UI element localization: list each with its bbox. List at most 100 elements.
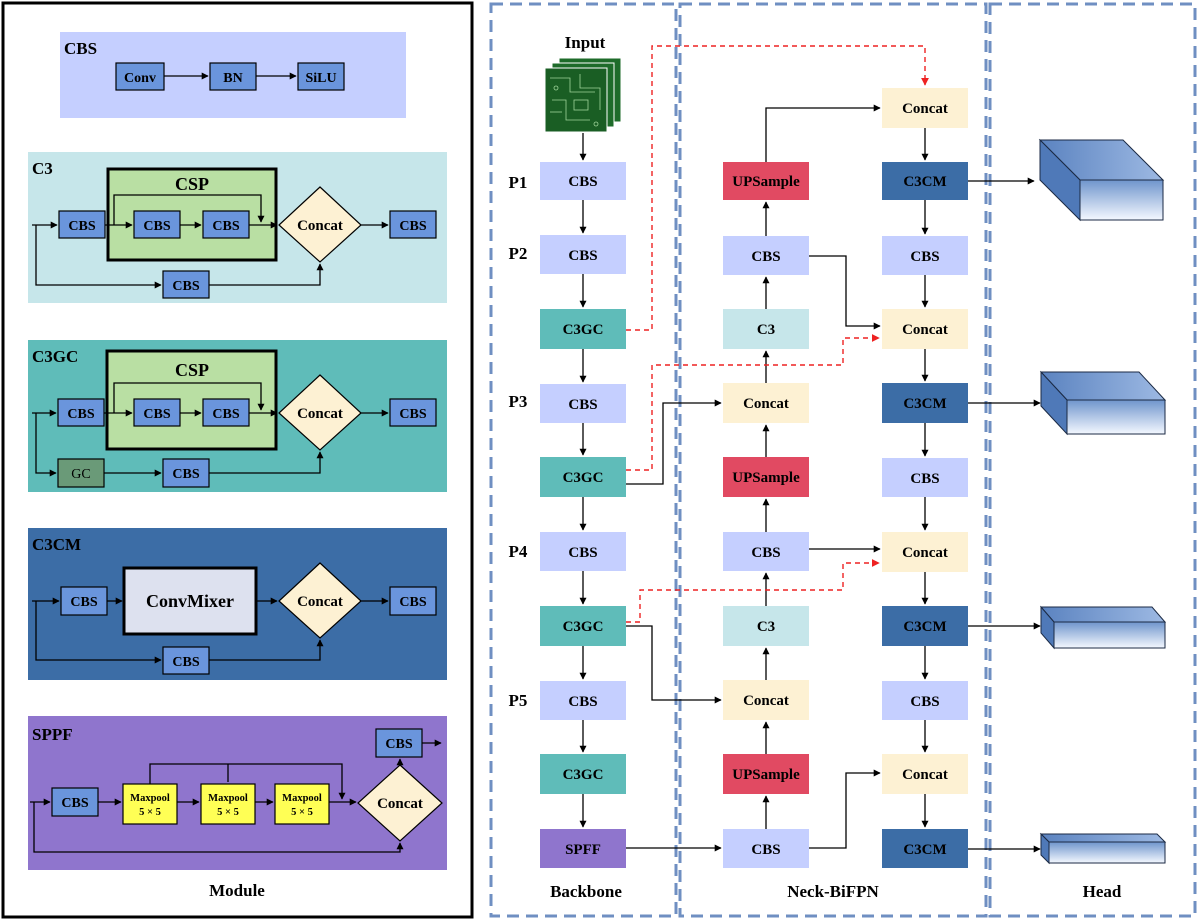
silu-label: SiLU (305, 71, 336, 86)
backbone-block-label: CBS (568, 545, 597, 561)
c3-cbs-label: CBS (212, 219, 239, 234)
maxpool-block (200, 783, 256, 825)
neck-c3cm-block (882, 606, 968, 646)
convmixer-block (122, 566, 258, 636)
bn-block (209, 62, 257, 91)
head-output-box-small (1039, 605, 1167, 650)
backbone-block-label: C3GC (563, 619, 604, 635)
neck-block-label: CBS (910, 249, 939, 265)
c3cm-cbs-block (60, 586, 108, 616)
neck-block-label: CBS (751, 249, 780, 265)
sppf-cbs-label: CBS (385, 737, 412, 752)
silu-block (297, 62, 345, 91)
c3gc-cbs-block (133, 398, 181, 427)
c3cm-concat-label: Concat (297, 594, 343, 610)
neck-section: UPSample CBS C3 Concat UPSample CBS C3 C… (626, 45, 1041, 901)
neck-concat-block (882, 88, 968, 128)
neck-c3-block (723, 309, 809, 349)
c3gc-cbs-label: CBS (143, 407, 170, 422)
neck-block-label: C3CM (903, 174, 946, 190)
neck-block-label: Concat (902, 101, 948, 117)
neck-block-label: UPSample (732, 470, 800, 486)
neck-block-label: CBS (751, 842, 780, 858)
sppf-concat-diamond (357, 764, 443, 842)
stage-label-p3: P3 (509, 392, 528, 411)
c3cm-module-title: C3CM (32, 535, 81, 554)
backbone-cbs-block (540, 681, 626, 720)
backbone-cbs-block (540, 384, 626, 423)
maxpool-label: Maxpool (130, 793, 170, 804)
neck-upsample-block (723, 457, 809, 497)
neck-block-label: C3 (757, 619, 775, 635)
c3gc-concat-label: Concat (297, 406, 343, 422)
c3cm-cbs-label: CBS (399, 595, 426, 610)
section-borders (489, 2, 1197, 918)
neck-concat-block (723, 383, 809, 423)
module-panel: CBS Conv BN SiLU C3 CSP CBS CBS CBS (1, 1, 474, 919)
c3gc-concat-diamond (278, 374, 362, 451)
c3cm-cbs-block (162, 646, 210, 675)
conv-label: Conv (124, 71, 156, 86)
backbone-cbs-block (540, 532, 626, 571)
neck-upsample-block (723, 162, 809, 200)
c3gc-cbs-block (389, 398, 437, 427)
neck-c3-block (723, 606, 809, 646)
head-output-box-medium (1039, 370, 1167, 436)
c3cm-module: C3CM CBS ConvMixer CBS CBS Concat (28, 528, 447, 680)
c3-cbs-block (389, 210, 437, 239)
sppf-concat-label: Concat (377, 796, 423, 812)
cbs-module-title: CBS (64, 39, 97, 58)
neck-c3cm-block (882, 162, 968, 200)
conv-block (115, 62, 165, 91)
neck-block-label: UPSample (732, 174, 800, 190)
backbone-block-label: CBS (568, 694, 597, 710)
neck-concat-block (723, 680, 809, 720)
c3-cbs-label: CBS (172, 279, 199, 294)
backbone-cbs-block (540, 162, 626, 200)
neck-c3cm-block (882, 829, 968, 868)
neck-block-label: C3CM (903, 396, 946, 412)
maxpool-kernel-label: 5 × 5 (291, 807, 313, 818)
neck-block-label: Concat (743, 396, 789, 412)
neck-c3cm-block (882, 383, 968, 423)
maxpool-kernel-label: 5 × 5 (139, 807, 161, 818)
sppf-module: SPPF CBS CBS Maxpool 5 × 5 Maxpool 5 × 5… (28, 716, 447, 870)
neck-block-label: Concat (743, 693, 789, 709)
head-border (988, 2, 1197, 918)
head-output-box-large (1038, 138, 1165, 222)
backbone-block-label: CBS (568, 248, 597, 264)
neck-cbs-block (723, 829, 809, 868)
backbone-block-label: C3GC (563, 470, 604, 486)
stage-label-p4: P4 (509, 542, 528, 561)
backbone-c3gc-block (540, 754, 626, 794)
neck-border (678, 2, 988, 918)
c3gc-module: C3GC CSP CBS CBS CBS GC CBS CBS Concat (28, 340, 447, 492)
c3gc-cbs-label: CBS (172, 467, 199, 482)
neck-block-label: CBS (910, 471, 939, 487)
head-caption: Head (1083, 882, 1122, 901)
neck-block-label: Concat (902, 322, 948, 338)
neck-block-label: C3CM (903, 619, 946, 635)
c3-concat-label: Concat (297, 218, 343, 234)
backbone-sppf-block (540, 829, 626, 868)
c3-cbs-label: CBS (143, 219, 170, 234)
c3-module-title: C3 (32, 159, 53, 178)
maxpool-block (274, 783, 330, 825)
convmixer-label: ConvMixer (146, 591, 234, 611)
neck-block-label: CBS (751, 545, 780, 561)
stage-label-p1: P1 (509, 173, 528, 192)
c3gc-cbs-block (57, 398, 105, 427)
c3-concat-diamond (278, 186, 362, 263)
neck-cbs-block (723, 236, 809, 275)
c3-cbs-block (202, 210, 250, 239)
neck-block-label: UPSample (732, 767, 800, 783)
stage-label-p5: P5 (509, 691, 528, 710)
neck-block-label: Concat (902, 767, 948, 783)
backbone-c3gc-block (540, 457, 626, 497)
backbone-section: Input P1 P2 P3 P4 P5 CBS CBS C3GC (509, 33, 626, 901)
c3-module: C3 CSP CBS CBS CBS CBS CBS Concat (28, 152, 447, 303)
sppf-module-title: SPPF (32, 725, 73, 744)
neck-concat-block (882, 754, 968, 794)
c3gc-cbs-label: CBS (67, 407, 94, 422)
backbone-block-label: C3GC (563, 322, 604, 338)
